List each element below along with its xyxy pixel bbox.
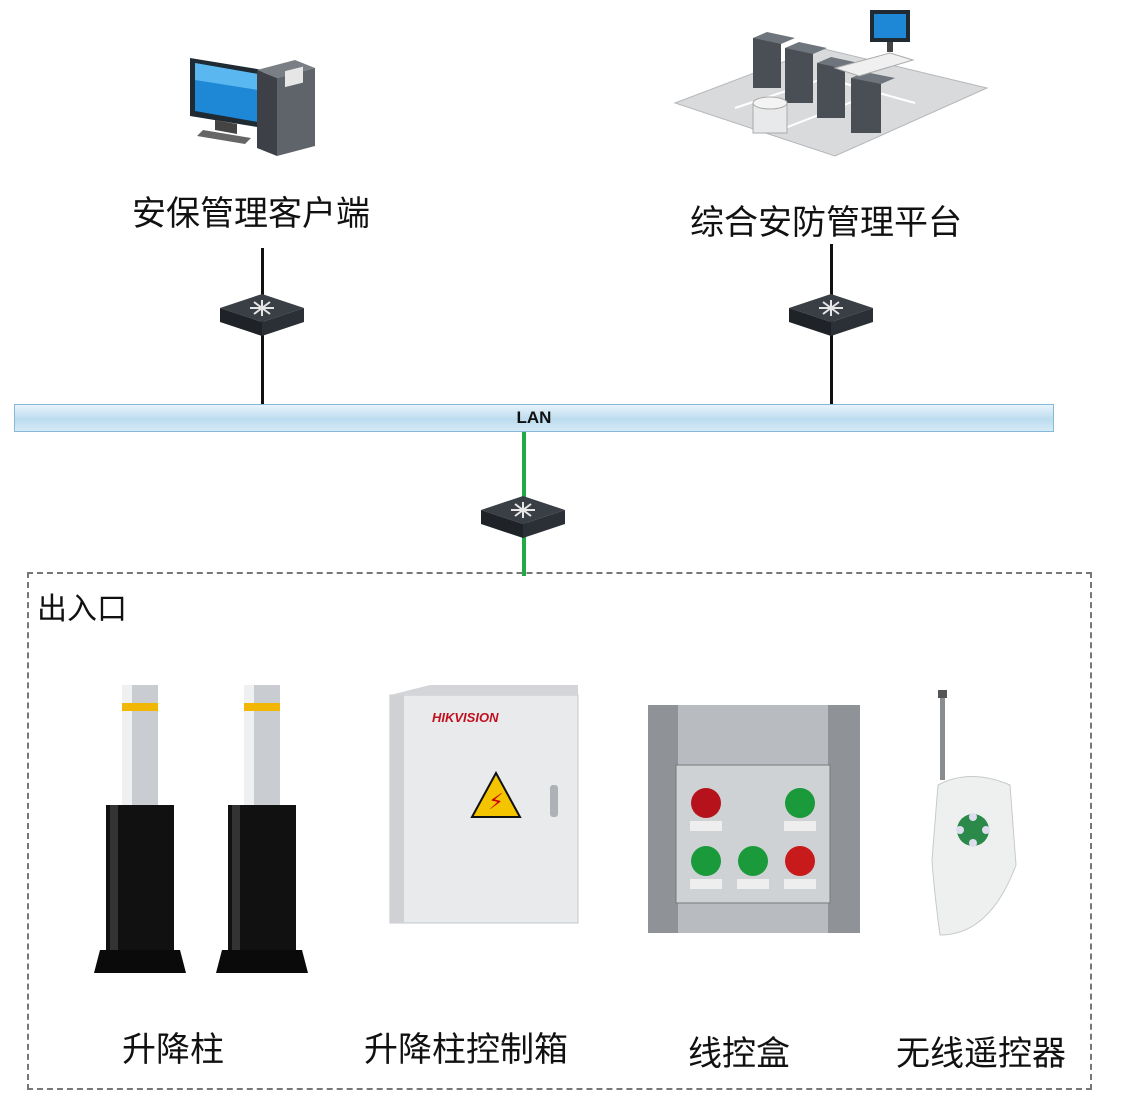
device-label-remote: 无线遥控器	[896, 1034, 1066, 1074]
bollard-icon	[94, 685, 308, 973]
client-label: 安保管理客户端	[132, 194, 370, 234]
control-box-brand-logo: HIKVISION	[432, 710, 499, 725]
platform-switch-icon	[789, 294, 873, 336]
svg-text:⚡: ⚡	[488, 790, 503, 815]
device-label-wired-control: 线控盒	[688, 1034, 790, 1074]
zone-title: 出入口	[37, 592, 127, 627]
wired-control-box-icon	[648, 705, 860, 933]
client-computer-icon	[190, 58, 315, 156]
device-label-control-box: 升降柱控制箱	[364, 1030, 568, 1070]
remote-control-icon	[931, 690, 1017, 936]
platform-label: 综合安防管理平台	[690, 203, 962, 243]
access-switch-icon	[481, 496, 565, 538]
device-label-bollard: 升降柱	[122, 1030, 224, 1070]
lan-label: LAN	[516, 408, 552, 427]
client-switch-icon	[220, 294, 304, 336]
lan-bus: LAN	[14, 404, 1054, 432]
control-box-icon: ⚡	[389, 685, 579, 924]
platform-servers-icon	[673, 10, 989, 157]
entrance-zone: 出入口	[27, 572, 1092, 1090]
